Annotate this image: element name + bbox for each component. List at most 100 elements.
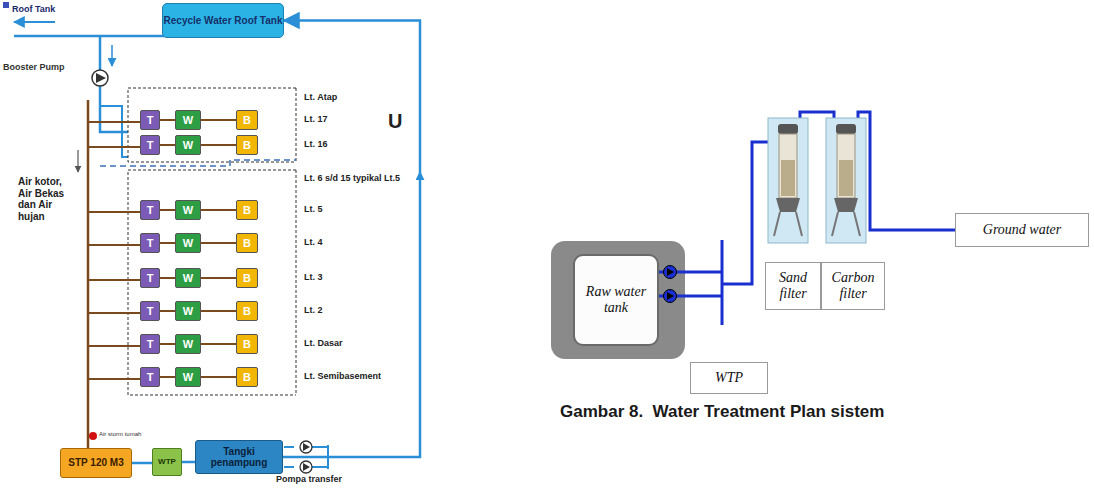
bath-box: B	[236, 135, 258, 155]
toilet-box: T	[140, 268, 160, 288]
floor-label: Lt. 3	[304, 272, 323, 282]
supply-pipe	[14, 35, 165, 38]
pipe-connector	[160, 343, 175, 345]
node-text: Ground water	[983, 222, 1061, 238]
filter-vessel	[826, 118, 866, 243]
pipe-connector	[182, 461, 195, 464]
carbon-filter-label: Carbon filter	[821, 262, 885, 310]
floor-label: Lt. 17	[304, 114, 328, 124]
floor-label: Lt. Dasar	[304, 338, 343, 348]
floor-label: Lt. Atap	[304, 92, 337, 102]
node-text: B	[243, 114, 251, 127]
node-text: W	[183, 204, 193, 217]
sand-filter-label: Sand filter	[765, 262, 821, 310]
toilet-box: T	[140, 367, 160, 387]
floor-label: Lt. Semibasement	[304, 371, 381, 381]
pipe-connector	[201, 343, 236, 345]
holding-tank-box: Tangki penampung	[195, 440, 283, 474]
raw-water-tank-box: Raw water tank	[573, 254, 659, 346]
node-text: W	[183, 371, 193, 384]
pipe-connector	[160, 277, 175, 279]
node-text: W	[183, 139, 193, 152]
node-text: W	[183, 272, 193, 285]
stp-box: STP 120 M3	[60, 448, 132, 478]
pipe-connector	[201, 242, 236, 244]
washbasin-box: W	[175, 334, 201, 354]
tank-label: Roof Tank	[12, 4, 55, 14]
floor-label: Lt. 4	[304, 237, 323, 247]
pipe-connector	[160, 144, 175, 146]
washbasin-box: W	[175, 233, 201, 253]
pipe-connector	[201, 277, 236, 279]
pipe-connector	[160, 209, 175, 211]
floor-frame	[128, 88, 296, 395]
roof-tank-box: Recycle Water Roof Tank	[162, 3, 284, 38]
tank-housing	[551, 241, 685, 359]
floor-label: Lt. 6 s/d 15 typikal Lt.5	[304, 173, 400, 183]
washbasin-box: W	[175, 301, 201, 321]
pipe-connector	[201, 209, 236, 211]
figure-caption: Gambar 8. Water Treatment Plan sistem	[560, 402, 884, 422]
node-text: T	[147, 204, 154, 217]
waste-branch	[88, 122, 140, 379]
bath-box: B	[236, 301, 258, 321]
node-text: W	[183, 237, 193, 250]
storm-point	[89, 432, 97, 440]
bath-box: B	[236, 200, 258, 220]
storm-note: Air storm tumah	[99, 431, 159, 438]
water-pipe	[655, 112, 955, 325]
toilet-box: T	[140, 200, 160, 220]
pipe-connector	[283, 21, 420, 458]
toilet-box: T	[140, 135, 160, 155]
node-text: W	[183, 338, 193, 351]
washbasin-box: W	[175, 367, 201, 387]
pipe-note: Air kotor, Air Bekas dan Air hujan	[18, 176, 76, 222]
node-text: T	[147, 237, 154, 250]
node-text: WTP	[158, 457, 176, 466]
node-text: B	[243, 139, 251, 152]
node-text: B	[243, 305, 251, 318]
bath-box: B	[236, 110, 258, 130]
pipe-connector	[201, 376, 236, 378]
node-text: T	[147, 114, 154, 127]
node-text: T	[147, 139, 154, 152]
pump-label: Pompa transfer	[276, 474, 342, 484]
node-text: B	[243, 272, 251, 285]
pipe-connector	[160, 119, 175, 121]
bath-box: B	[236, 367, 258, 387]
pipe-connector	[160, 310, 175, 312]
bath-box: B	[236, 268, 258, 288]
north-mark: U	[388, 110, 402, 133]
typical-floor-line	[100, 160, 296, 166]
node-text: T	[147, 371, 154, 384]
node-text: W	[183, 114, 193, 127]
node-text: B	[243, 237, 251, 250]
pipe-connector	[201, 119, 236, 121]
washbasin-box: W	[175, 135, 201, 155]
pipe-connector	[132, 462, 152, 465]
node-text: T	[147, 338, 154, 351]
filter-vessel	[768, 118, 808, 243]
node-text: T	[147, 305, 154, 318]
node-text: Carbon filter	[822, 270, 884, 302]
washbasin-box: W	[175, 268, 201, 288]
floor-label: Lt. 2	[304, 305, 323, 315]
floor-label: Lt. 16	[304, 139, 328, 149]
booster-pump-symbol	[96, 73, 106, 83]
washbasin-box: W	[175, 110, 201, 130]
node-text: B	[243, 204, 251, 217]
toilet-box: T	[140, 334, 160, 354]
node-text: B	[243, 338, 251, 351]
node-text: STP 120 M3	[68, 457, 123, 469]
flow-arrow	[111, 45, 113, 66]
pipe-connector	[160, 376, 175, 378]
booster-pump-symbol	[92, 70, 108, 86]
wtp-label-box: WTP	[690, 362, 768, 394]
toilet-box: T	[140, 233, 160, 253]
bath-box: B	[236, 334, 258, 354]
bath-box: B	[236, 233, 258, 253]
node-text: WTP	[715, 370, 743, 386]
pump-label: Booster Pump	[3, 62, 73, 72]
